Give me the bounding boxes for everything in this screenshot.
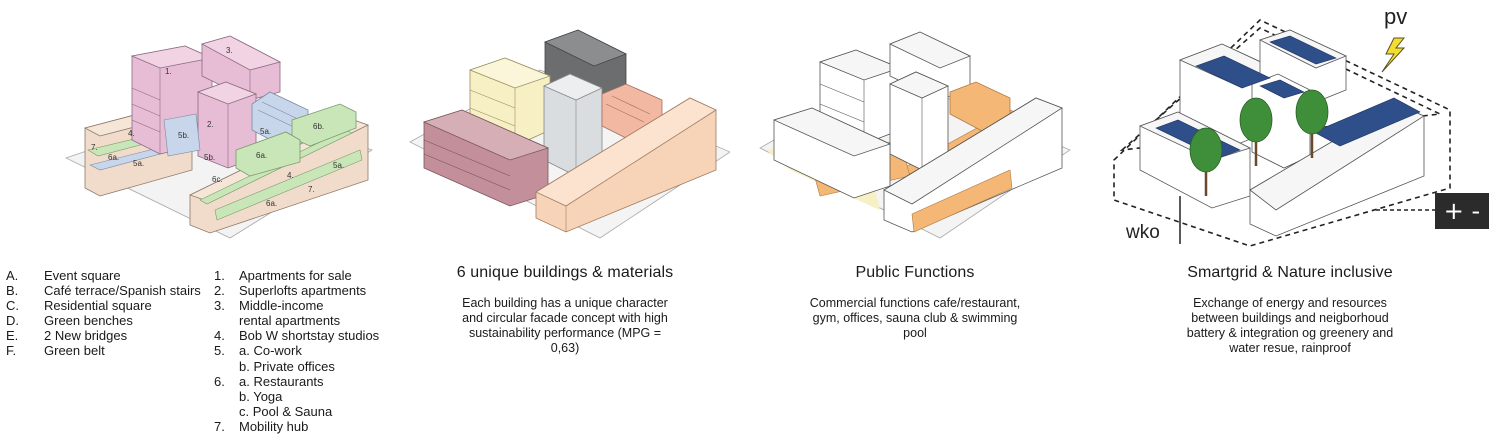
legend-row: b. Yoga <box>239 388 283 404</box>
label-6c: 6c. <box>212 175 223 184</box>
panel-title: 6 unique buildings & materials <box>456 264 674 281</box>
battery-icon: + - <box>1435 193 1489 229</box>
legend-row: 5.a. Co-work <box>214 343 302 359</box>
legend-row: A.Event square <box>6 268 121 283</box>
legend-row: E.2 New bridges <box>6 328 128 344</box>
panel-materials: 6 unique buildings & materials Each buil… <box>400 0 730 440</box>
panel-title: Public Functions <box>855 264 975 281</box>
label-5a-3: 5a. <box>333 161 344 170</box>
label-5a-2: 5a. <box>133 159 144 168</box>
materials-axonometric <box>409 29 730 239</box>
label-4b: 4. <box>287 171 294 180</box>
label-6a: 6a. <box>256 151 267 160</box>
legend-row: c. Pool & Sauna <box>239 403 333 419</box>
legend-letters: A.Event square B.Café terrace/Spanish st… <box>6 268 201 359</box>
wko-label: wko <box>1125 222 1160 243</box>
label-1: 1. <box>165 67 172 76</box>
legend-row: 2.Superlofts apartments <box>214 283 367 299</box>
label-5b: 5b. <box>178 131 189 140</box>
legend-row: 6.a. Restaurants <box>214 373 324 389</box>
caption-smartgrid: Smartgrid & Nature inclusive Exchange of… <box>1100 264 1480 356</box>
legend-row: b. Private offices <box>239 358 335 374</box>
panel-description: Commercial functions cafe/restaurant, gy… <box>809 296 1021 340</box>
legend-row: D.Green benches <box>6 313 133 329</box>
smartgrid-axonometric: pv wko <box>1113 4 1451 247</box>
legend-numbers: 1.Apartments for sale 2.Superlofts apart… <box>214 268 379 434</box>
label-3: 3. <box>226 46 233 55</box>
panel-building-program: 1. 3. 2. 4. 4. 5a. 5a. 5a. 5b. 5b. 6a. 6… <box>0 0 400 440</box>
public-functions-axonometric <box>759 31 1071 239</box>
label-6b: 6b. <box>313 122 324 131</box>
panel-smartgrid: pv wko Smartgrid & Nature inclusive Exch… <box>1100 0 1500 440</box>
label-5a: 5a. <box>260 127 271 136</box>
panel-title: Smartgrid & Nature inclusive <box>1187 264 1393 281</box>
caption-public-functions: Public Functions Commercial functions ca… <box>750 264 1080 341</box>
legend-row: rental apartments <box>239 313 341 329</box>
legend-row: F.Green belt <box>6 343 105 359</box>
caption-materials: 6 unique buildings & materials Each buil… <box>400 264 730 356</box>
panel-description: Exchange of energy and resources between… <box>1186 296 1394 355</box>
legend-row: 4.Bob W shortstay studios <box>214 328 380 344</box>
legend-row: B.Café terrace/Spanish stairs <box>6 283 201 299</box>
legend-row: 1.Apartments for sale <box>214 268 352 283</box>
label-5b-2: 5b. <box>204 153 215 162</box>
legend-row: 7.Mobility hub <box>214 418 309 434</box>
panel-description: Each building has a unique character and… <box>462 296 668 355</box>
label-4: 4. <box>128 129 135 138</box>
label-2: 2. <box>207 120 214 129</box>
program-axonometric: 1. 3. 2. 4. 4. 5a. 5a. 5a. 5b. 5b. 6a. 6… <box>64 35 373 239</box>
label-6a-3: 6a. <box>266 199 277 208</box>
label-7b: 7. <box>308 185 315 194</box>
legend-row: C.Residential square <box>6 298 152 314</box>
label-6a-2: 6a. <box>108 153 119 162</box>
legend-row: 3.Middle-income <box>214 298 324 314</box>
label-7: 7. <box>91 143 98 152</box>
pv-label: pv <box>1384 4 1407 29</box>
panel-public-functions: Public Functions Commercial functions ca… <box>750 0 1080 440</box>
